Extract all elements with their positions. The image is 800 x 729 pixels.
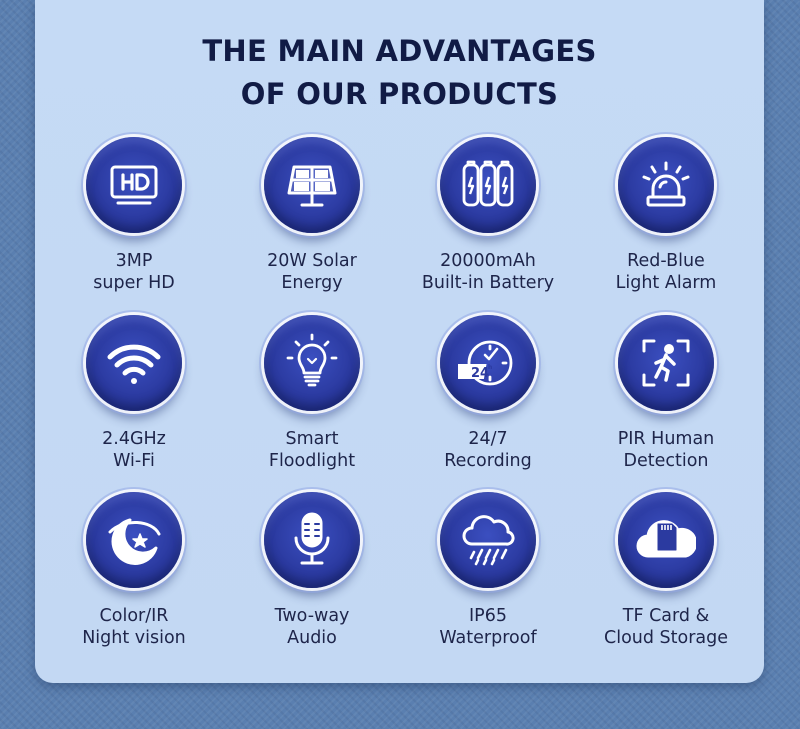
night-vision-icon <box>86 492 182 588</box>
wifi-icon <box>86 315 182 411</box>
clock-24h-icon: 24 h <box>440 315 536 411</box>
sd-card-cloud-icon <box>618 492 714 588</box>
feature-label: TF Card & Cloud Storage <box>603 606 729 648</box>
battery-icon <box>440 137 536 233</box>
feature-recording: 24 h 24/7 Recording <box>398 315 578 472</box>
feature-3mp-hd: 3MP super HD <box>44 137 224 294</box>
feature-label: Red-Blue Light Alarm <box>615 251 717 293</box>
feature-label: Smart Floodlight <box>268 429 356 471</box>
title-line-1: THE MAIN ADVANTAGES <box>202 34 597 68</box>
feature-label: IP65 Waterproof <box>439 606 537 648</box>
page-title: THE MAIN ADVANTAGES OF OUR PRODUCTS <box>35 30 764 116</box>
feature-battery: 20000mAh Built-in Battery <box>398 137 578 294</box>
feature-storage: TF Card & Cloud Storage <box>576 492 756 649</box>
feature-label: PIR Human Detection <box>617 429 715 471</box>
microphone-icon <box>264 492 360 588</box>
feature-wifi: 2.4GHz Wi-Fi <box>44 315 224 472</box>
human-detection-icon <box>618 315 714 411</box>
feature-label: Two-way Audio <box>274 606 350 648</box>
svg-text:24: 24 <box>471 366 489 381</box>
feature-label: 2.4GHz Wi-Fi <box>102 429 166 471</box>
feature-label: 3MP super HD <box>93 251 175 293</box>
svg-text:h: h <box>488 364 492 371</box>
feature-pir: PIR Human Detection <box>576 315 756 472</box>
feature-waterproof: IP65 Waterproof <box>398 492 578 649</box>
feature-audio: Two-way Audio <box>222 492 402 649</box>
alarm-light-icon <box>618 137 714 233</box>
feature-floodlight: Smart Floodlight <box>222 315 402 472</box>
solar-panel-icon <box>264 137 360 233</box>
feature-solar: 20W Solar Energy <box>222 137 402 294</box>
feature-alarm: Red-Blue Light Alarm <box>576 137 756 294</box>
hd-monitor-icon <box>86 137 182 233</box>
feature-label: Color/IR Night vision <box>82 606 186 648</box>
rain-cloud-icon <box>440 492 536 588</box>
feature-label: 24/7 Recording <box>444 429 532 471</box>
light-bulb-icon <box>264 315 360 411</box>
advantages-panel: THE MAIN ADVANTAGES OF OUR PRODUCTS 3MP … <box>35 0 764 683</box>
feature-label: 20000mAh Built-in Battery <box>421 251 555 293</box>
title-line-2: OF OUR PRODUCTS <box>240 77 559 111</box>
feature-night-vision: Color/IR Night vision <box>44 492 224 649</box>
feature-label: 20W Solar Energy <box>267 251 357 293</box>
